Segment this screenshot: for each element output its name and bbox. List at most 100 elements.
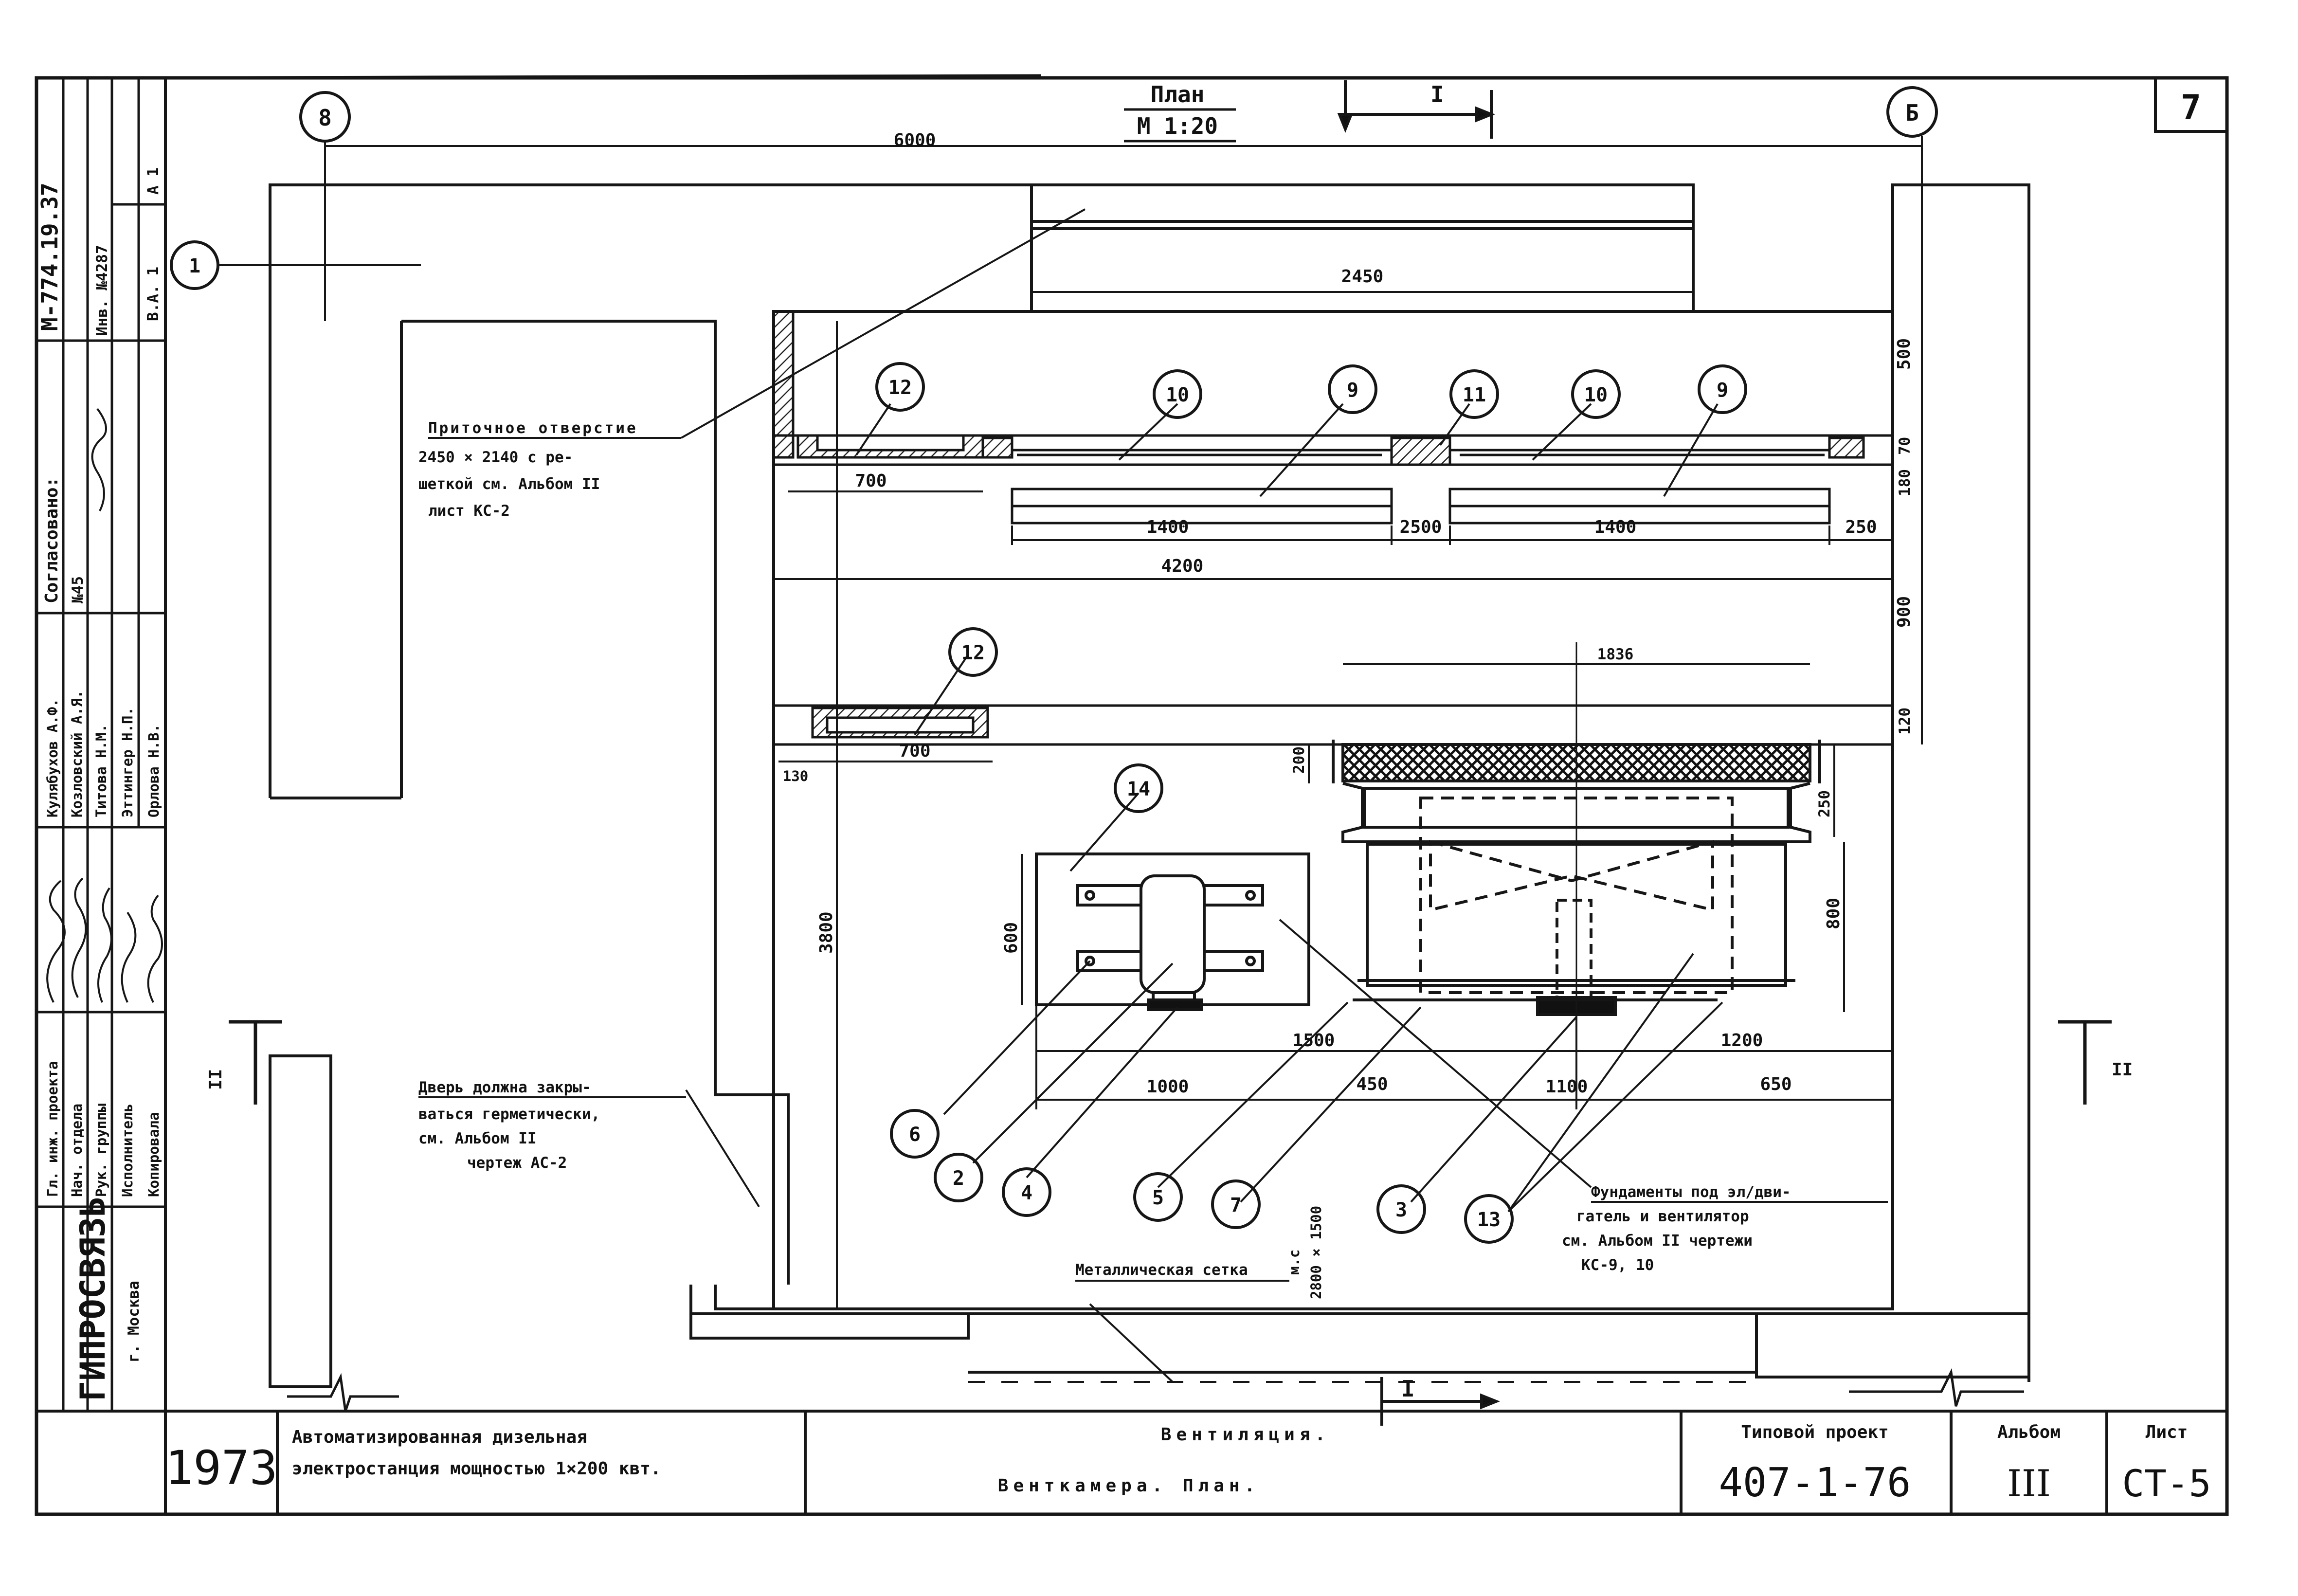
callout-13: 13 (1464, 1194, 1514, 1244)
callout-3: 3 (1376, 1184, 1426, 1234)
svg-text:10: 10 (1584, 384, 1608, 406)
dim-1000: 1000 (1147, 1077, 1189, 1097)
section-label-left: II (206, 1069, 226, 1090)
svg-text:лист КС-2: лист КС-2 (428, 502, 510, 520)
dim-2500: 2500 (1400, 517, 1442, 537)
svg-text:3: 3 (1395, 1199, 1407, 1221)
inventory-number: Инв. №4287 (93, 245, 111, 336)
organization-city: г. Москва (125, 1281, 143, 1362)
callout-1: 1 (170, 240, 219, 290)
svg-text:2800 × 1500: 2800 × 1500 (1308, 1206, 1324, 1299)
dim-1200: 1200 (1721, 1031, 1763, 1051)
section-label-right: II (2112, 1060, 2133, 1080)
plan-scale: М 1:20 (1137, 113, 1218, 139)
walls (269, 183, 2030, 1388)
dim-6000: 6000 (894, 130, 936, 150)
break-marks (287, 1368, 2024, 1412)
dim-70: 70 (1896, 437, 1914, 455)
title-block-texts: 1973 Автоматизированная дизельная электр… (165, 1422, 2211, 1506)
note-foundations: Фундаменты под эл/дви- гатель и вентилят… (1562, 1183, 1888, 1274)
svg-text:шеткой см. Альбом II: шеткой см. Альбом II (418, 475, 600, 493)
svg-text:гатель и вентилятор: гатель и вентилятор (1576, 1208, 1749, 1225)
svg-text:12: 12 (961, 642, 985, 664)
sheet-code: СТ-5 (2122, 1462, 2211, 1505)
dim-180: 180 (1896, 469, 1914, 496)
svg-text:11: 11 (1463, 384, 1486, 406)
dim-600: 600 (1001, 922, 1021, 954)
section-mark-right (2058, 1020, 2112, 1105)
callout-4: 4 (1002, 1167, 1051, 1217)
section-label-top: I (1430, 81, 1444, 108)
section-mark-bottom (1380, 1377, 1501, 1426)
dim-2450: 2450 (1341, 267, 1384, 287)
svg-text:ваться герметически,: ваться герметически, (418, 1106, 600, 1123)
svg-text:КС-9, 10: КС-9, 10 (1581, 1256, 1654, 1274)
svg-text:6: 6 (909, 1124, 921, 1146)
svg-text:9: 9 (1347, 379, 1358, 401)
role-1: Нач. отдела (69, 1104, 85, 1197)
note-door: Дверь должна закры- ваться герметически,… (418, 1079, 686, 1172)
callout-12-middle: 12 (948, 627, 998, 677)
role-3: Исполнитель (119, 1104, 136, 1197)
dim-800: 800 (1824, 898, 1844, 929)
stamp-year: 1973 (165, 1441, 277, 1495)
svg-text:чертеж АС-2: чертеж АС-2 (467, 1154, 567, 1172)
axis-marker-right: Б (1886, 86, 1938, 311)
callout-11: 11 (1449, 369, 1499, 419)
leader-lines (219, 208, 1723, 1383)
svg-text:7: 7 (1230, 1194, 1242, 1216)
dim-1400-left: 1400 (1147, 517, 1189, 537)
callout-2: 2 (934, 1153, 983, 1202)
format-a1: А 1 (145, 167, 162, 195)
dim-500: 500 (1894, 338, 1914, 370)
callout-10-left: 10 (1153, 369, 1202, 419)
note-metal-mesh: Металлическая сетка 2800 × 1500 м.с (1075, 1206, 1324, 1299)
callout-9-right: 9 (1698, 364, 1747, 414)
svg-text:14: 14 (1127, 778, 1150, 800)
dim-250-right: 250 (1845, 517, 1877, 537)
dim-1100: 1100 (1546, 1077, 1588, 1097)
dimension-texts: 6000 2450 700 1400 2500 1400 250 4200 50… (783, 130, 1914, 1097)
svg-text:Б: Б (1905, 100, 1919, 126)
svg-text:м.с: м.с (1286, 1250, 1303, 1275)
section-mark-left (229, 1020, 282, 1105)
sheet-title-line-2: Венткамера. План. (998, 1476, 1260, 1496)
name-3: Эттингер Н.П. (119, 707, 136, 817)
role-0: Гл. инж. проекта (44, 1061, 61, 1197)
project-title-line-2: электростанция мощностью 1×200 квт. (292, 1459, 661, 1479)
dim-650: 650 (1760, 1074, 1791, 1094)
svg-text:Металлическая сетка: Металлическая сетка (1075, 1261, 1248, 1279)
inlet-grilles (772, 434, 1894, 525)
dim-1500: 1500 (1293, 1031, 1335, 1051)
note-inlet-opening: Приточное отверстие 2450 × 2140 с ре- ше… (418, 419, 681, 520)
callout-6: 6 (890, 1109, 940, 1159)
section-label-bottom: I (1401, 1376, 1415, 1402)
callout-14: 14 (1114, 763, 1163, 813)
side-title-block (36, 78, 165, 1411)
drawing-code: М-774.19.37 (36, 182, 63, 331)
dim-700-mid: 700 (899, 741, 930, 761)
svg-text:13: 13 (1477, 1209, 1501, 1231)
project-title-line-1: Автоматизированная дизельная (292, 1427, 587, 1447)
dim-4200: 4200 (1161, 556, 1204, 576)
name-0: Кулябухов А.Ф. (44, 699, 61, 817)
dim-700-top: 700 (855, 471, 887, 491)
svg-text:2: 2 (953, 1167, 964, 1190)
callout-9-left: 9 (1328, 364, 1377, 414)
name-4: Орлова Н.В. (145, 724, 162, 817)
dim-250-vertical: 250 (1816, 790, 1833, 817)
signatures (46, 877, 163, 1003)
svg-text:8: 8 (318, 105, 332, 131)
callout-12-top: 12 (875, 362, 925, 412)
dim-1400-right: 1400 (1594, 517, 1637, 537)
plan-title: План (1151, 81, 1205, 108)
svg-text:см. Альбом II: см. Альбом II (418, 1130, 537, 1147)
section-mark-top (1337, 80, 1496, 139)
format-va: В.А. 1 (145, 267, 162, 321)
agreed-signature (91, 408, 107, 511)
name-1: Козловский А.Я. (69, 690, 85, 817)
typical-project-number: 407-1-76 (1719, 1460, 1911, 1506)
metal-mesh (968, 1371, 1756, 1383)
name-2: Титова Н.М. (93, 724, 109, 817)
